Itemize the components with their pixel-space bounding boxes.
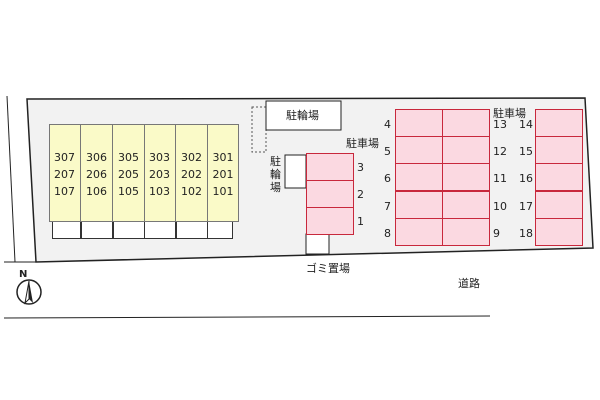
- parking-number: 12: [493, 145, 507, 159]
- unit-number: 105: [118, 185, 139, 198]
- parking-label-a: 駐車場: [346, 137, 379, 150]
- unit-number: 103: [149, 185, 170, 198]
- parking-space: [306, 207, 354, 235]
- unit-column: 303 203 103: [144, 124, 176, 222]
- parking-space: [535, 217, 583, 246]
- unit-number: 102: [181, 185, 202, 198]
- parking-space: [535, 109, 583, 137]
- parking-number: 15: [519, 145, 533, 159]
- balcony: [52, 222, 81, 239]
- road-line-bottom: [3, 315, 491, 319]
- unit-number: 306: [86, 151, 107, 164]
- balcony: [81, 222, 113, 239]
- parking-number: 17: [519, 199, 533, 213]
- balcony: [144, 222, 176, 239]
- unit-number: 106: [86, 185, 107, 198]
- parking-number: 5: [384, 145, 391, 159]
- unit-column: 302 202 102: [176, 124, 208, 222]
- unit-column: 307 207 107: [49, 124, 81, 222]
- unit-number: 303: [149, 151, 170, 164]
- parking-space: [535, 190, 583, 219]
- unit-number: 206: [86, 168, 107, 181]
- bike-parking-left-box: [284, 154, 307, 189]
- parking-number: 1: [357, 215, 364, 228]
- unit-number: 305: [118, 151, 139, 164]
- bike-parking-left-label: 駐輪場: [270, 155, 281, 194]
- unit-number: 207: [54, 168, 75, 181]
- unit-number: 307: [54, 151, 75, 164]
- parking-number: 9: [493, 226, 500, 240]
- parking-number: 6: [384, 172, 391, 186]
- parking-space: [306, 153, 354, 181]
- parking-space: [395, 163, 443, 192]
- unit-number: 107: [54, 185, 75, 198]
- parking-number: 10: [493, 199, 507, 213]
- parking-label-b: 駐車場: [493, 107, 526, 120]
- unit-number: 302: [181, 151, 202, 164]
- unit-column: 305 205 105: [113, 124, 145, 222]
- unit-column: 306 206 106: [81, 124, 113, 222]
- parking-space: [535, 163, 583, 192]
- parking-number: 8: [384, 226, 391, 240]
- unit-number: 203: [149, 168, 170, 181]
- bike-parking-top-label: 駐輪場: [286, 109, 319, 122]
- bike-parking-top-box: [265, 100, 342, 131]
- parking-space: [442, 217, 490, 246]
- balcony: [176, 222, 208, 239]
- parking-number: 2: [357, 188, 364, 201]
- parking-space: [442, 190, 490, 219]
- garbage-label: ゴミ置場: [306, 262, 350, 275]
- unit-number: 205: [118, 168, 139, 181]
- parking-space: [395, 217, 443, 246]
- parking-space: [395, 109, 443, 137]
- north-compass: [16, 279, 42, 305]
- balcony: [113, 222, 145, 239]
- road-line-left: [6, 95, 16, 263]
- parking-number: 3: [357, 161, 364, 174]
- parking-space: [395, 190, 443, 219]
- north-label: N: [19, 269, 28, 280]
- parking-number: 11: [493, 172, 507, 186]
- unit-number: 201: [212, 168, 234, 181]
- parking-number: 7: [384, 199, 391, 213]
- parking-number: 4: [384, 118, 391, 131]
- parking-number: 13: [493, 118, 507, 131]
- parking-space: [535, 136, 583, 165]
- parking-space: [395, 136, 443, 165]
- garbage-box: [305, 233, 330, 255]
- parking-space: [442, 109, 490, 137]
- unit-column: 301 201 101: [207, 124, 239, 222]
- parking-number: 16: [519, 172, 533, 186]
- unit-number: 301: [212, 151, 234, 164]
- road-label: 道路: [458, 277, 480, 290]
- parking-space: [442, 136, 490, 165]
- parking-space: [442, 163, 490, 192]
- balcony: [207, 222, 233, 239]
- parking-space: [306, 180, 354, 208]
- unit-number: 101: [212, 185, 234, 198]
- parking-number: 14: [519, 118, 533, 131]
- parking-number: 18: [519, 226, 533, 240]
- unit-number: 202: [181, 168, 202, 181]
